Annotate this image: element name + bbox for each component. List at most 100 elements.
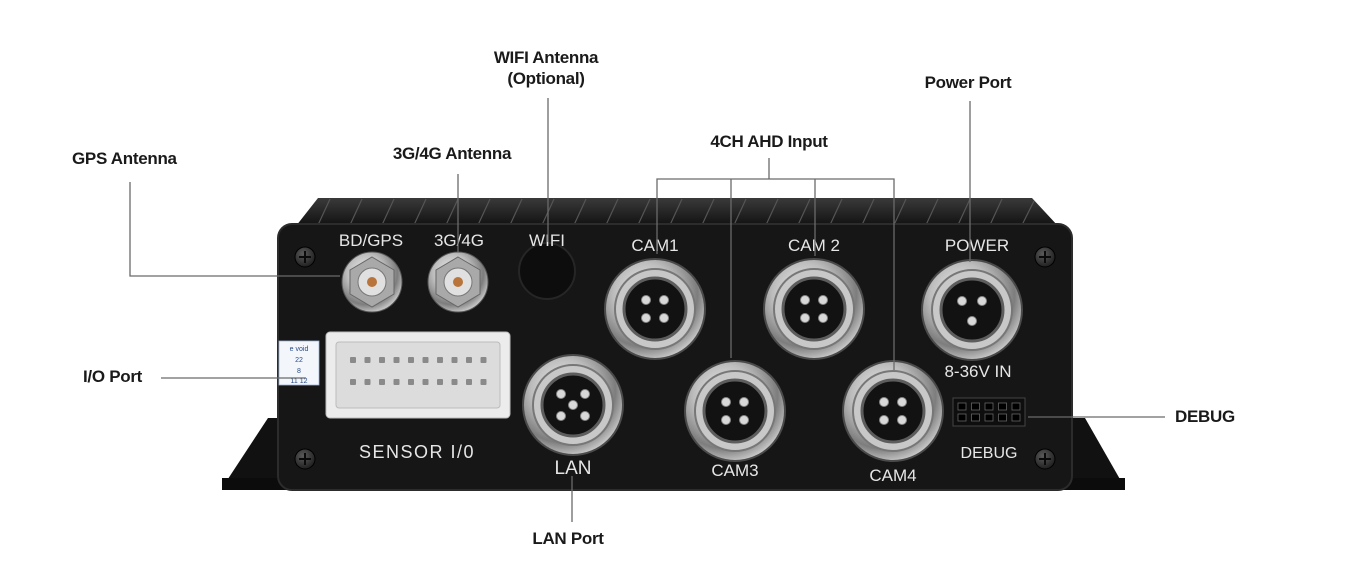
sma-connector-bd-gps: [341, 251, 403, 313]
callout-lan-port: LAN Port: [532, 529, 604, 548]
connector-pin: [879, 397, 889, 407]
connector-pin: [721, 415, 731, 425]
io-pin: [379, 357, 385, 363]
connector-pin: [580, 389, 590, 399]
screw-icon: [294, 448, 316, 470]
io-pin: [451, 379, 458, 385]
cam1-connector: [604, 258, 706, 360]
io-pin: [422, 379, 429, 385]
connector-pin: [897, 397, 907, 407]
aviation-connectors: [522, 258, 1023, 462]
io-pin: [408, 357, 414, 363]
callout-wifi-line1: WIFI Antenna: [493, 48, 599, 67]
debug-pin: [998, 413, 1007, 422]
sticker-text: e void: [290, 346, 309, 353]
screw-icon: [1034, 246, 1056, 268]
screw-icon: [1034, 448, 1056, 470]
connector-pin: [967, 316, 977, 326]
io-pin: [408, 379, 414, 385]
callout-io-port: I/O Port: [83, 367, 142, 386]
connector-pin: [641, 313, 651, 323]
io-pin: [393, 357, 400, 363]
io-pin: [379, 379, 385, 385]
cam3-connector: [684, 360, 786, 462]
callout-gps-antenna: GPS Antenna: [72, 149, 177, 168]
io-pin: [480, 379, 487, 385]
io-pin: [364, 379, 371, 385]
callout-3g4g-antenna: 3G/4G Antenna: [392, 144, 512, 163]
debug-pin: [984, 402, 994, 411]
io-pin: [437, 379, 443, 385]
io-pin: [393, 379, 400, 385]
debug-pin: [957, 413, 967, 422]
connector-pin: [957, 296, 967, 306]
connector-pin: [556, 389, 566, 399]
heatsink-fins: [296, 198, 1058, 226]
debug-pin: [1011, 413, 1021, 422]
sticker-text: 22: [295, 357, 303, 364]
panel-label-power: POWER: [945, 236, 1009, 255]
connector-pin: [659, 295, 669, 305]
io-pin: [480, 357, 487, 363]
debug-pin: [998, 402, 1007, 411]
panel-label-cam2: CAM 2: [788, 236, 840, 255]
callout-debug: DEBUG: [1175, 407, 1235, 426]
panel-label-voltage: 8-36V IN: [944, 362, 1011, 381]
panel-label-bd-gps: BD/GPS: [339, 231, 403, 250]
debug-pin: [1011, 402, 1021, 411]
cam4-connector: [842, 360, 944, 462]
panel-label-cam3: CAM3: [711, 461, 758, 480]
leader-gps: [129, 182, 340, 277]
connector-pin: [800, 313, 810, 323]
panel-label-sensor-io: SENSOR I/0: [359, 442, 475, 462]
connector-pin: [800, 295, 810, 305]
sensor-io-connector: [325, 331, 511, 419]
sticker-text: 8: [297, 368, 301, 375]
panel-label-3g-4g: 3G/4G: [434, 231, 484, 250]
connector-pin: [641, 295, 651, 305]
sma-connector-3g-4g: [427, 251, 489, 313]
leader-ahd-bracket: [656, 178, 895, 370]
wifi-cap: [518, 242, 576, 300]
panel-label-cam1: CAM1: [631, 236, 678, 255]
debug-header: [952, 397, 1026, 427]
callout-ahd-input: 4CH AHD Input: [710, 132, 828, 151]
panel-label-cam4: CAM4: [869, 466, 916, 485]
screw-icon: [294, 246, 316, 268]
callout-wifi-antenna: WIFI Antenna (Optional): [493, 47, 599, 89]
connector-pin: [818, 295, 828, 305]
connector-pin: [721, 397, 731, 407]
connector-pin: [659, 313, 669, 323]
connector-pin: [580, 411, 590, 421]
cam2-connector: [763, 258, 865, 360]
connector-pin: [739, 397, 749, 407]
io-pin: [451, 357, 458, 363]
connector-pin: [556, 411, 566, 421]
sticker-text: 11 12: [291, 378, 308, 385]
debug-pin: [984, 413, 994, 422]
io-pin: [437, 357, 443, 363]
lan-connector: [522, 354, 624, 456]
io-pin: [466, 357, 472, 363]
power-connector: [921, 259, 1023, 361]
connector-pin: [879, 415, 889, 425]
connector-pin: [739, 415, 749, 425]
panel-label-lan: LAN: [555, 458, 592, 479]
connector-pin: [568, 400, 578, 410]
io-pin: [364, 357, 371, 363]
connector-pin: [897, 415, 907, 425]
callout-lines: [129, 98, 1165, 522]
io-pin: [350, 357, 356, 363]
io-pin: [350, 379, 356, 385]
callout-wifi-line2: (Optional): [507, 69, 585, 88]
io-pin: [422, 357, 429, 363]
callout-power-port: Power Port: [924, 73, 1012, 92]
panel-label-wifi: WIFI: [529, 231, 565, 250]
debug-pin: [971, 413, 980, 422]
connector-pin: [977, 296, 987, 306]
connector-pin: [818, 313, 828, 323]
panel-label-debug: DEBUG: [961, 445, 1018, 462]
io-pin: [466, 379, 472, 385]
debug-pin: [957, 402, 967, 411]
